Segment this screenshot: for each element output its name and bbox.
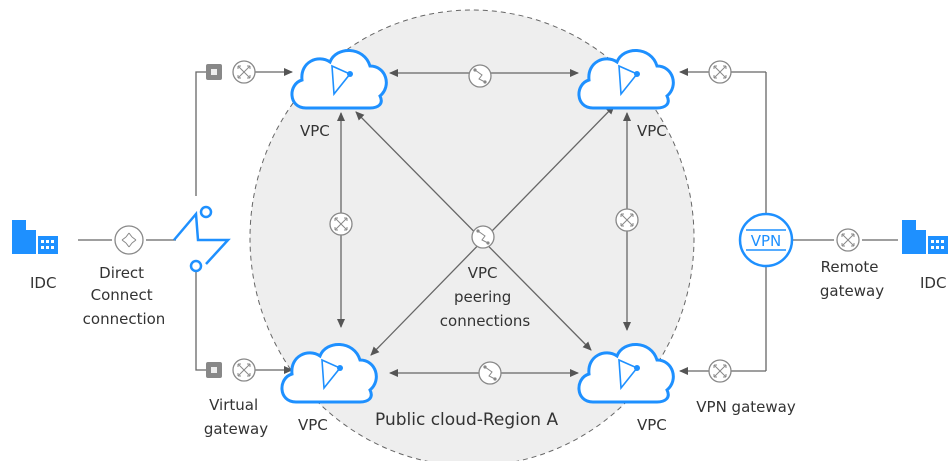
connector-icon	[615, 208, 639, 232]
direct-connect-icon	[173, 205, 231, 273]
connector-icon	[708, 60, 732, 84]
vpc-label: VPC	[298, 416, 328, 434]
region-label: Public cloud-Region A	[375, 410, 558, 430]
port-icon	[206, 64, 222, 80]
vpc-label: VPC	[637, 416, 667, 434]
router-icon	[114, 225, 144, 255]
peering-label: VPC peering connections	[440, 264, 531, 330]
peering-icon	[468, 64, 492, 88]
vpc-label: VPC	[637, 122, 667, 140]
building-icon	[902, 220, 948, 254]
peering-icon	[471, 225, 495, 249]
idc-label-right: IDC	[920, 274, 946, 292]
vpn-gateway-label: VPN gateway	[696, 398, 796, 416]
connector-icon	[232, 358, 256, 382]
peering-icon	[478, 361, 502, 385]
direct-connect-label: Direct Connect connection	[83, 264, 166, 328]
virtual-gateway-label: Virtual gateway	[204, 396, 268, 438]
left-connections	[78, 68, 293, 374]
vpn-gateway-icon	[708, 359, 732, 383]
building-icon	[12, 220, 58, 254]
connector-icon	[232, 60, 256, 84]
remote-gateway-label: Remote gateway	[820, 258, 884, 300]
right-connections	[679, 68, 898, 375]
vpn-text: VPN	[751, 232, 782, 250]
vpc-label: VPC	[300, 122, 330, 140]
connector-icon	[329, 212, 353, 236]
vpn-icon: VPN	[738, 212, 794, 268]
remote-gateway-icon	[836, 228, 860, 252]
idc-label-left: IDC	[30, 274, 56, 292]
port-icon	[206, 362, 222, 378]
